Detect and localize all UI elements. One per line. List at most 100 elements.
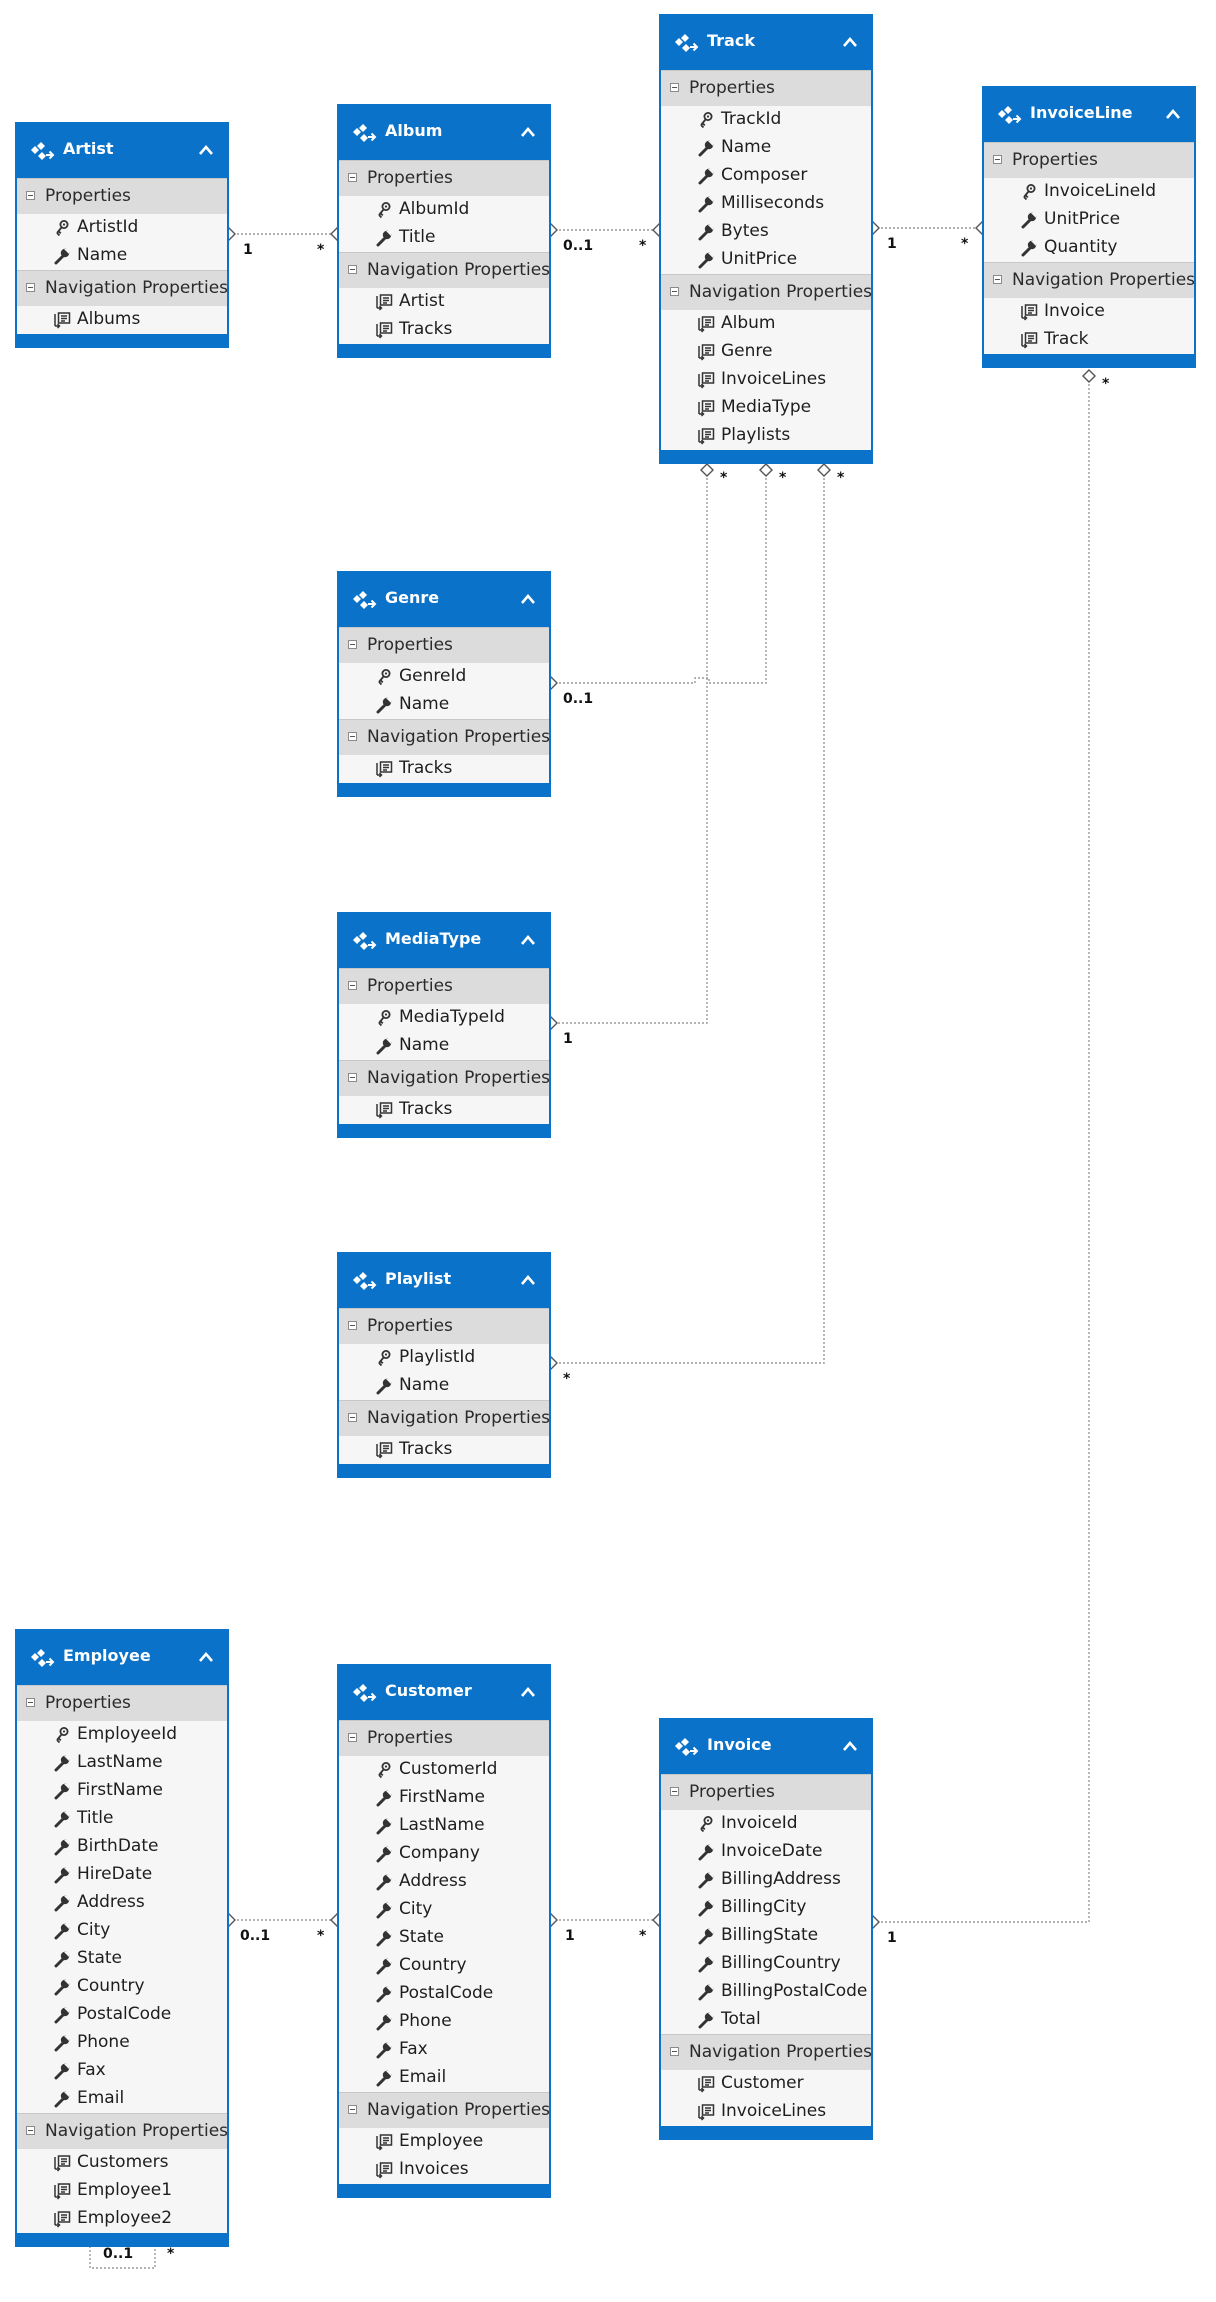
navigation-row[interactable]: Albums — [17, 306, 227, 334]
property-row[interactable]: Country — [17, 1973, 227, 2001]
collapse-minus-icon[interactable] — [348, 2105, 357, 2114]
navigation-row[interactable]: InvoiceLines — [661, 366, 871, 394]
property-row[interactable]: LastName — [17, 1749, 227, 1777]
association-invoiceline-invoice[interactable] — [873, 376, 1090, 1923]
property-row[interactable]: PostalCode — [339, 1980, 549, 2008]
property-row[interactable]: Name — [661, 134, 871, 162]
navigation-section-header[interactable]: Navigation Properties — [339, 2092, 550, 2128]
collapse-minus-icon[interactable] — [670, 2047, 679, 2056]
property-row[interactable]: GenreId — [339, 663, 549, 691]
collapse-minus-icon[interactable] — [348, 1073, 357, 1082]
navigation-row[interactable]: Employee1 — [17, 2177, 227, 2205]
property-row[interactable]: Quantity — [984, 234, 1194, 262]
association-track-genre[interactable] — [551, 470, 767, 684]
collapse-minus-icon[interactable] — [348, 1413, 357, 1422]
property-row[interactable]: InvoiceDate — [661, 1838, 871, 1866]
navigation-section-header[interactable]: Navigation Properties — [17, 2113, 228, 2149]
navigation-row[interactable]: Customer — [661, 2070, 871, 2098]
collapse-chevron-icon[interactable] — [519, 1272, 537, 1286]
property-row[interactable]: Phone — [339, 2008, 549, 2036]
collapse-chevron-icon[interactable] — [841, 34, 859, 48]
navigation-row[interactable]: Tracks — [339, 316, 549, 344]
property-row[interactable]: BirthDate — [17, 1833, 227, 1861]
properties-section-header[interactable]: Properties — [17, 1685, 227, 1721]
association-end-diamond[interactable] — [759, 463, 773, 477]
navigation-section-header[interactable]: Navigation Properties — [984, 262, 1195, 298]
property-row[interactable]: Title — [339, 224, 549, 252]
property-row[interactable]: Title — [17, 1805, 227, 1833]
navigation-row[interactable]: Playlists — [661, 422, 871, 450]
collapse-minus-icon[interactable] — [670, 1787, 679, 1796]
properties-section-header[interactable]: Properties — [339, 160, 549, 196]
navigation-row[interactable]: Genre — [661, 338, 871, 366]
association-track-mediatype[interactable] — [551, 470, 708, 1024]
association-end-diamond[interactable] — [1082, 369, 1096, 383]
entity-header[interactable]: Customer — [339, 1666, 549, 1720]
property-row[interactable]: Name — [339, 1372, 549, 1400]
property-row[interactable]: HireDate — [17, 1861, 227, 1889]
property-row[interactable]: CustomerId — [339, 1756, 549, 1784]
collapse-minus-icon[interactable] — [348, 173, 357, 182]
collapse-minus-icon[interactable] — [26, 283, 35, 292]
navigation-section-header[interactable]: Navigation Properties — [339, 1400, 550, 1436]
collapse-minus-icon[interactable] — [26, 191, 35, 200]
collapse-minus-icon[interactable] — [348, 265, 357, 274]
collapse-chevron-icon[interactable] — [519, 1684, 537, 1698]
properties-section-header[interactable]: Properties — [984, 142, 1194, 178]
property-row[interactable]: State — [17, 1945, 227, 1973]
collapse-minus-icon[interactable] — [26, 2126, 35, 2135]
property-row[interactable]: BillingPostalCode — [661, 1978, 871, 2006]
property-row[interactable]: Name — [17, 242, 227, 270]
collapse-minus-icon[interactable] — [993, 155, 1002, 164]
entity-header[interactable]: InvoiceLine — [984, 88, 1194, 142]
property-row[interactable]: Milliseconds — [661, 190, 871, 218]
property-row[interactable]: EmployeeId — [17, 1721, 227, 1749]
property-row[interactable]: BillingCity — [661, 1894, 871, 1922]
property-row[interactable]: Phone — [17, 2029, 227, 2057]
association-track-playlist[interactable] — [551, 470, 825, 1364]
navigation-section-header[interactable]: Navigation Properties — [661, 2034, 872, 2070]
navigation-section-header[interactable]: Navigation Properties — [339, 252, 550, 288]
property-row[interactable]: UnitPrice — [984, 206, 1194, 234]
property-row[interactable]: ArtistId — [17, 214, 227, 242]
navigation-row[interactable]: InvoiceLines — [661, 2098, 871, 2126]
property-row[interactable]: State — [339, 1924, 549, 1952]
properties-section-header[interactable]: Properties — [17, 178, 227, 214]
navigation-row[interactable]: Invoice — [984, 298, 1194, 326]
property-row[interactable]: Fax — [339, 2036, 549, 2064]
navigation-row[interactable]: Invoices — [339, 2156, 549, 2184]
collapse-minus-icon[interactable] — [348, 981, 357, 990]
navigation-row[interactable]: Track — [984, 326, 1194, 354]
property-row[interactable]: City — [17, 1917, 227, 1945]
navigation-row[interactable]: MediaType — [661, 394, 871, 422]
collapse-chevron-icon[interactable] — [519, 591, 537, 605]
property-row[interactable]: MediaTypeId — [339, 1004, 549, 1032]
association-employee-self[interactable] — [89, 2238, 156, 2269]
collapse-chevron-icon[interactable] — [197, 1649, 215, 1663]
properties-section-header[interactable]: Properties — [661, 70, 871, 106]
properties-section-header[interactable]: Properties — [339, 1308, 549, 1344]
association-end-diamond[interactable] — [700, 463, 714, 477]
navigation-row[interactable]: Employee2 — [17, 2205, 227, 2233]
navigation-section-header[interactable]: Navigation Properties — [339, 1060, 550, 1096]
property-row[interactable]: TrackId — [661, 106, 871, 134]
navigation-row[interactable]: Employee — [339, 2128, 549, 2156]
property-row[interactable]: PostalCode — [17, 2001, 227, 2029]
entity-header[interactable]: MediaType — [339, 914, 549, 968]
property-row[interactable]: Company — [339, 1840, 549, 1868]
collapse-minus-icon[interactable] — [670, 83, 679, 92]
entity-header[interactable]: Track — [661, 16, 871, 70]
entity-header[interactable]: Artist — [17, 124, 227, 178]
property-row[interactable]: InvoiceId — [661, 1810, 871, 1838]
collapse-minus-icon[interactable] — [26, 1698, 35, 1707]
entity-header[interactable]: Genre — [339, 573, 549, 627]
property-row[interactable]: Name — [339, 691, 549, 719]
